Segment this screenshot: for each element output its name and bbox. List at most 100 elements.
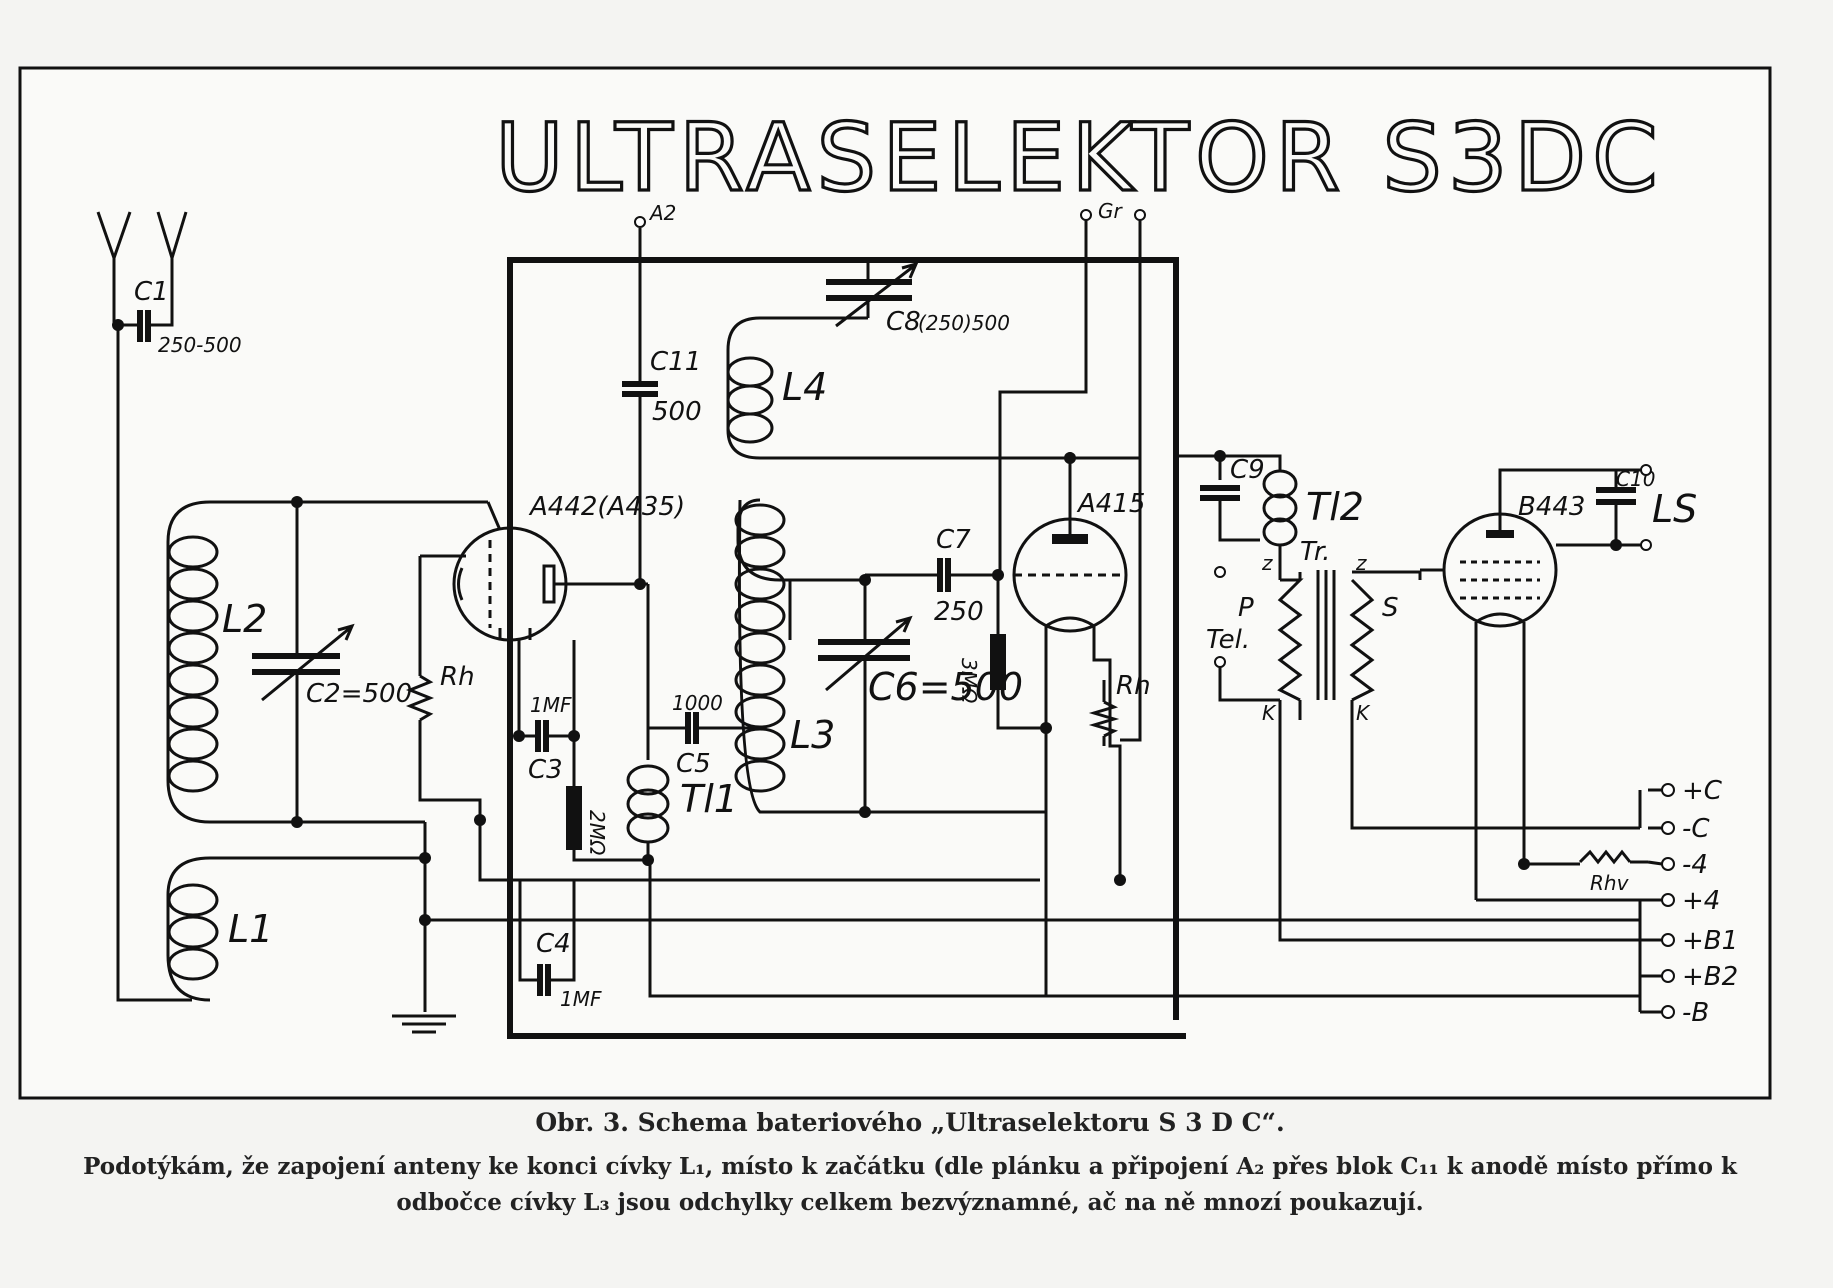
coil-l1 xyxy=(166,856,425,1002)
r-2mo-label: 2MΩ xyxy=(585,810,609,856)
junction-dot xyxy=(1214,450,1226,462)
capacitor-c7 xyxy=(865,558,998,592)
caption-title: Obr. 3. Schema bateriového „Ultraselekto… xyxy=(535,1108,1285,1137)
c8-value: (250)500 xyxy=(918,311,1010,335)
c2-label: C2=500 xyxy=(306,679,412,709)
junction-dot xyxy=(634,578,646,590)
bus-line xyxy=(507,257,1179,1020)
tl2-label: Tl2 xyxy=(1306,485,1364,529)
c1-label: C1 xyxy=(134,277,169,307)
c11-value: 500 xyxy=(652,397,702,427)
terminal-minus-4 xyxy=(1661,857,1675,871)
r-3mo-label: 3MΩ xyxy=(957,658,981,704)
p-label: P xyxy=(1238,593,1254,623)
l2-label: L2 xyxy=(222,597,267,641)
z2-label: z xyxy=(1355,551,1367,575)
variable-capacitor-c6 xyxy=(818,580,913,812)
gr-label: Gr xyxy=(1098,199,1123,223)
terminal-label-3: +4 xyxy=(1682,886,1720,916)
l4-label: L4 xyxy=(782,365,827,409)
tube3-label: B443 xyxy=(1518,492,1585,522)
terminal-tel-2 xyxy=(1214,656,1226,668)
terminal-plus-b1 xyxy=(1661,933,1675,947)
c5-value: 1000 xyxy=(672,691,723,715)
resistor-rhv xyxy=(1524,849,1648,866)
caption-note: Podotýkám, že zapojení anteny ke konci c… xyxy=(83,1153,1737,1216)
c4-value: 1MF xyxy=(560,987,602,1011)
c7-value: 250 xyxy=(934,597,984,627)
choke-tl1 xyxy=(626,728,670,860)
c5-label: C5 xyxy=(676,749,711,779)
coil-l4 xyxy=(726,316,1140,460)
battery-terminal-block xyxy=(1638,783,1675,1019)
figure-caption: Obr. 3. Schema bateriového „Ultraselekto… xyxy=(40,1108,1780,1221)
tube2-label: A415 xyxy=(1076,489,1145,519)
junction-dot xyxy=(568,730,580,742)
junction-dot xyxy=(1040,722,1052,734)
terminal-plus-b2 xyxy=(1661,969,1675,983)
ground-symbol xyxy=(392,858,456,1034)
resistor-rh2 xyxy=(1088,680,1120,746)
tube1-label: A442(A435) xyxy=(528,492,685,522)
c7-label: C7 xyxy=(936,525,971,555)
junction-dot xyxy=(1610,539,1622,551)
junction-dot xyxy=(1518,858,1530,870)
terminal-gr-1 xyxy=(1080,209,1092,221)
terminal-gr-2 xyxy=(1134,209,1146,221)
terminal-plus-4 xyxy=(1661,893,1675,907)
s-label: S xyxy=(1382,593,1399,623)
terminal-tel-1 xyxy=(1214,566,1226,578)
junction-dot xyxy=(291,496,303,508)
coil-l3 xyxy=(734,498,1046,814)
rh1-label: Rh xyxy=(440,662,475,692)
junction-dot xyxy=(474,814,486,826)
tel-label: Tel. xyxy=(1206,625,1250,655)
capacitor-c10 xyxy=(1596,487,1636,505)
transformer-tr xyxy=(1277,570,1375,720)
tube-b443 xyxy=(1420,468,1646,900)
tr-label: Tr. xyxy=(1300,537,1330,567)
junction-dot xyxy=(419,852,431,864)
tube-a415 xyxy=(1012,452,1128,996)
terminal-label-4: +B1 xyxy=(1682,926,1738,956)
c4-label: C4 xyxy=(536,929,571,959)
terminal-plus-c xyxy=(1661,783,1675,797)
l1-label: L1 xyxy=(228,907,273,951)
terminal-minus-b xyxy=(1661,1005,1675,1019)
terminal-label-5: +B2 xyxy=(1682,962,1738,992)
rhv-label: Rhv xyxy=(1590,871,1630,895)
choke-tl2 xyxy=(1220,454,1298,580)
resistor-3mo xyxy=(990,575,1046,730)
ls-label: LS xyxy=(1652,487,1697,531)
junction-dot xyxy=(642,854,654,866)
capacitor-c11 xyxy=(622,228,658,584)
junction-dot xyxy=(513,730,525,742)
c1-value: 250-500 xyxy=(158,333,242,357)
l3-label: L3 xyxy=(790,713,835,757)
capacitor-c3 xyxy=(517,640,650,862)
resistor-rh1 xyxy=(405,556,1040,882)
tl1-label: Tl1 xyxy=(680,777,738,821)
terminal-label-2: -4 xyxy=(1682,850,1708,880)
junction-dot xyxy=(1114,874,1126,886)
antenna-symbol xyxy=(96,211,188,325)
a2-label: A2 xyxy=(648,201,676,225)
terminal-minus-c xyxy=(1661,821,1675,835)
terminal-ls-2 xyxy=(1640,539,1652,551)
terminal-a2 xyxy=(634,216,646,228)
terminal-ls-1 xyxy=(1640,464,1652,476)
diagram-border xyxy=(18,66,1772,1100)
c11-label: C11 xyxy=(650,347,701,377)
rh2-label: Rh xyxy=(1116,671,1151,701)
c8-label: C8 xyxy=(886,307,921,337)
c3-label: C3 xyxy=(528,755,563,785)
k1-label: K xyxy=(1262,701,1277,725)
variable-capacitor-c8 xyxy=(826,260,919,328)
variable-capacitor-c2 xyxy=(252,502,355,822)
capacitor-c5 xyxy=(648,712,740,744)
terminal-label-1: -C xyxy=(1682,814,1710,844)
diagram-title: ULTRASELEKTOR S3DC xyxy=(495,104,1664,213)
z1-label: z xyxy=(1261,551,1273,575)
c3-value: 1MF xyxy=(530,693,572,717)
